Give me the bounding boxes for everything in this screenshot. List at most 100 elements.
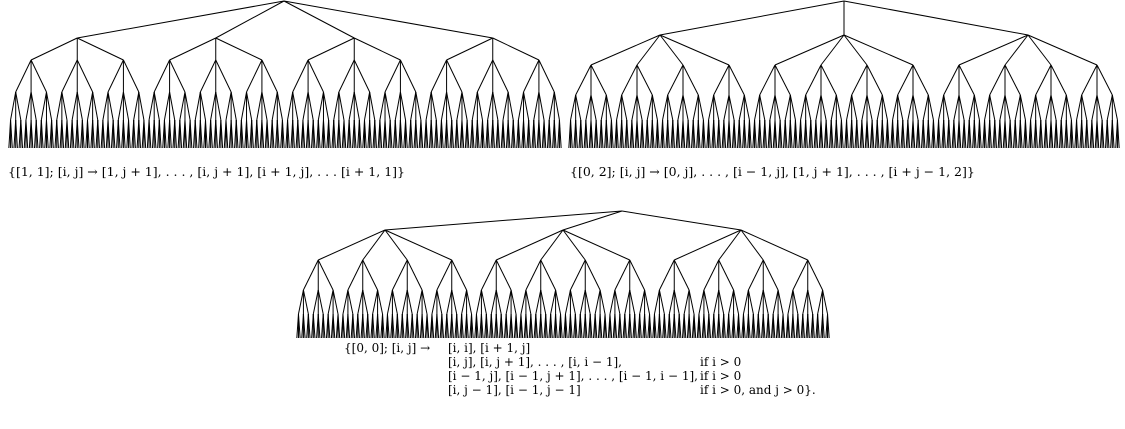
leaf-edge [138,119,142,149]
leaf-edge [668,313,672,339]
leaf-edge [481,119,485,149]
leaf-edge [76,119,80,149]
leaf-edge [1096,119,1100,149]
tree-edge [805,94,812,121]
tree-edge [76,59,94,93]
tree-edge [1106,94,1113,121]
leaf-edge [153,119,157,149]
leaf-edge [733,313,736,339]
tree-edge [1060,94,1067,121]
tree-edge [507,91,514,121]
tree-edge [102,91,109,121]
leaf-edge [787,313,791,339]
tree-edge [148,91,155,121]
tree-edge [958,94,965,121]
leaf-edge [276,119,280,149]
leaf-edge [579,313,583,339]
tree-edge [476,59,494,93]
leaf-edge [558,119,562,149]
tree-edge [169,59,186,93]
leaf-edge [912,119,916,149]
tree-edge [742,289,749,315]
tree-edge [525,289,532,315]
tree-edge [614,259,631,291]
tree-edge [822,289,829,315]
leaf-edge [377,313,380,339]
leaf-edge [1065,119,1069,149]
leaf-edge [1045,119,1049,149]
tree-edge [1035,64,1052,96]
tree-edge [1019,94,1026,121]
tree-edge [708,94,715,121]
tree-edge [943,94,950,121]
tree-edge [644,289,651,315]
tree-edge [415,91,422,121]
leaf-edge [30,119,34,149]
tree-edge [973,94,980,121]
leaf-edge [742,313,746,339]
tree-edge [912,94,919,121]
tree-edge [194,91,201,121]
tree-edge [287,91,294,121]
tree-edge [820,34,845,66]
leaf-edge [624,313,627,339]
leaf-edge [430,119,434,149]
leaf-edge [81,119,85,149]
tree-edge [436,259,453,291]
tree-edge [138,91,145,121]
leaf-edge [747,313,751,339]
tree-edge [451,259,468,291]
leaf-edge [644,313,647,339]
tree-edge [646,94,653,121]
tree-edge [629,259,646,291]
leaf-edge [713,119,716,149]
tree-edge [728,94,735,121]
leaf-edge [902,119,905,149]
leaf-edge [595,119,599,149]
tree-edge [421,289,428,315]
tree-edge [333,91,340,121]
leaf-edge [600,119,604,149]
tree-edge [835,94,842,121]
tree-edge [451,289,458,315]
tree-edge [800,94,807,121]
tree-edge [307,37,355,61]
leaf-edge [71,119,75,149]
tree-edge [653,289,660,315]
tree-edge [958,64,975,96]
tree-edge [215,59,232,93]
caption-tree-1: {[1, 1]; [i, j] → [1, j + 1], . . . , [i… [8,164,405,179]
leaf-edge [1009,119,1013,149]
leaf-edge [10,119,13,149]
leaf-edge [61,119,65,149]
leaf-edge [963,119,967,149]
leaf-edge [646,119,650,149]
tree-edge [953,94,960,121]
tree-edge [302,259,319,291]
leaf-edge [174,119,177,149]
tree-edge [199,91,206,121]
leaf-edge [112,119,116,149]
tree-edge [636,34,661,66]
leaf-edge [169,119,172,149]
tree-edge [703,289,710,315]
leaf-edge [800,119,803,149]
leaf-edge [411,313,415,339]
leaf-edge [51,119,54,149]
leaf-edge [287,119,290,149]
leaf-edge [574,313,578,339]
leaf-edge [698,313,702,339]
leaf-edge [338,119,342,149]
tree-edge [713,94,720,121]
tree-edge [317,91,324,121]
tree-edge [728,289,735,315]
leaf-edge [610,119,614,149]
tree-edge [446,59,463,93]
tree-edge [122,59,140,93]
tree-edge [215,0,285,39]
leaf-edge [807,313,810,339]
tree-edge [866,64,883,96]
leaf-edge [490,313,494,339]
leaf-edge [420,119,424,149]
tree-edge [302,91,309,121]
